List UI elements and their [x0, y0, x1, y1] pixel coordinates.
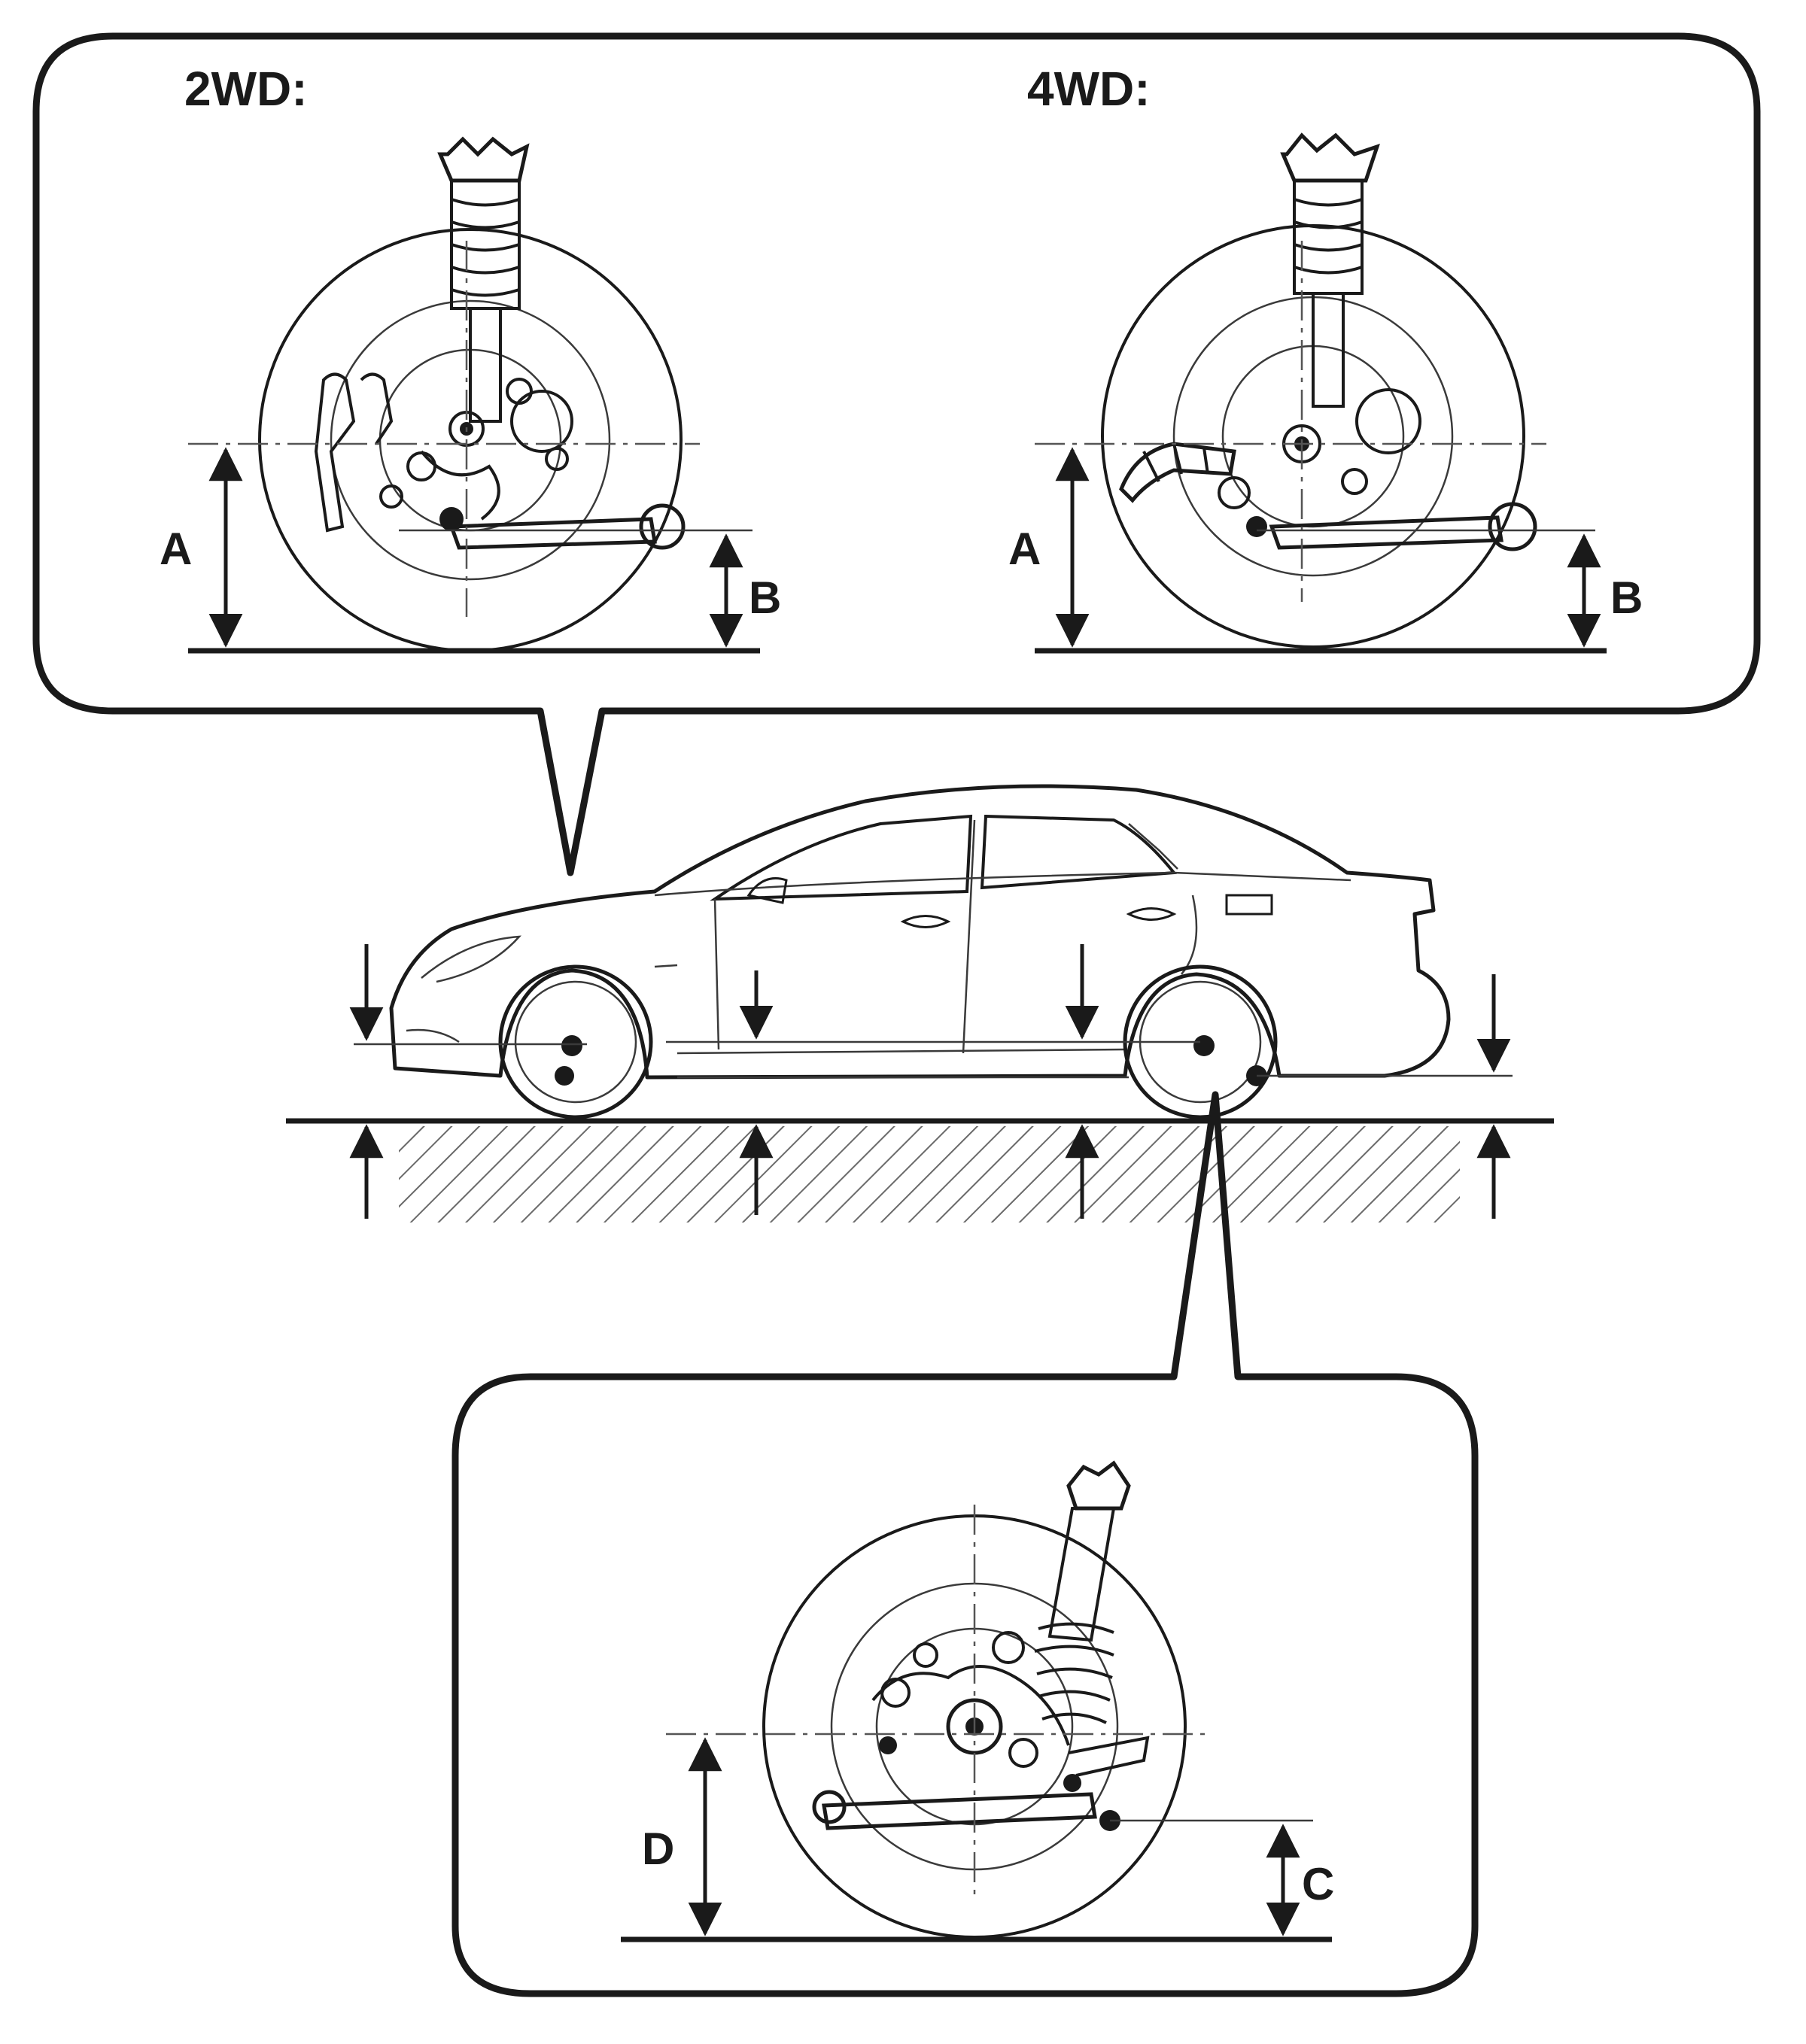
- panel-4wd: 4WD: A B: [1008, 62, 1643, 654]
- car-height-markers: [349, 944, 1513, 1219]
- front-wheel: [498, 964, 653, 1119]
- panel-title-4wd: 4WD:: [1027, 62, 1151, 116]
- front-suspension-icon: [1101, 132, 1537, 648]
- dim-label-d: D: [642, 1824, 674, 1874]
- sedan-side-view-icon: [389, 784, 1451, 1119]
- dim-label-b-2wd: B: [749, 573, 781, 623]
- panel-title-2wd: 2WD:: [184, 62, 308, 116]
- dim-label-a-4wd: A: [1008, 524, 1041, 574]
- dim-label-b-4wd: B: [1610, 573, 1643, 623]
- rear-callout: [451, 1091, 1479, 1997]
- panel-2wd: 2WD:: [160, 62, 781, 654]
- ground-hatch-icon: [286, 1118, 1554, 1222]
- dim-label-a-2wd: A: [160, 524, 192, 574]
- front-callout: [32, 32, 1761, 876]
- dim-label-c: C: [1302, 1859, 1334, 1909]
- rear-panel: D C: [621, 1460, 1334, 1942]
- front-suspension-icon: [258, 136, 686, 652]
